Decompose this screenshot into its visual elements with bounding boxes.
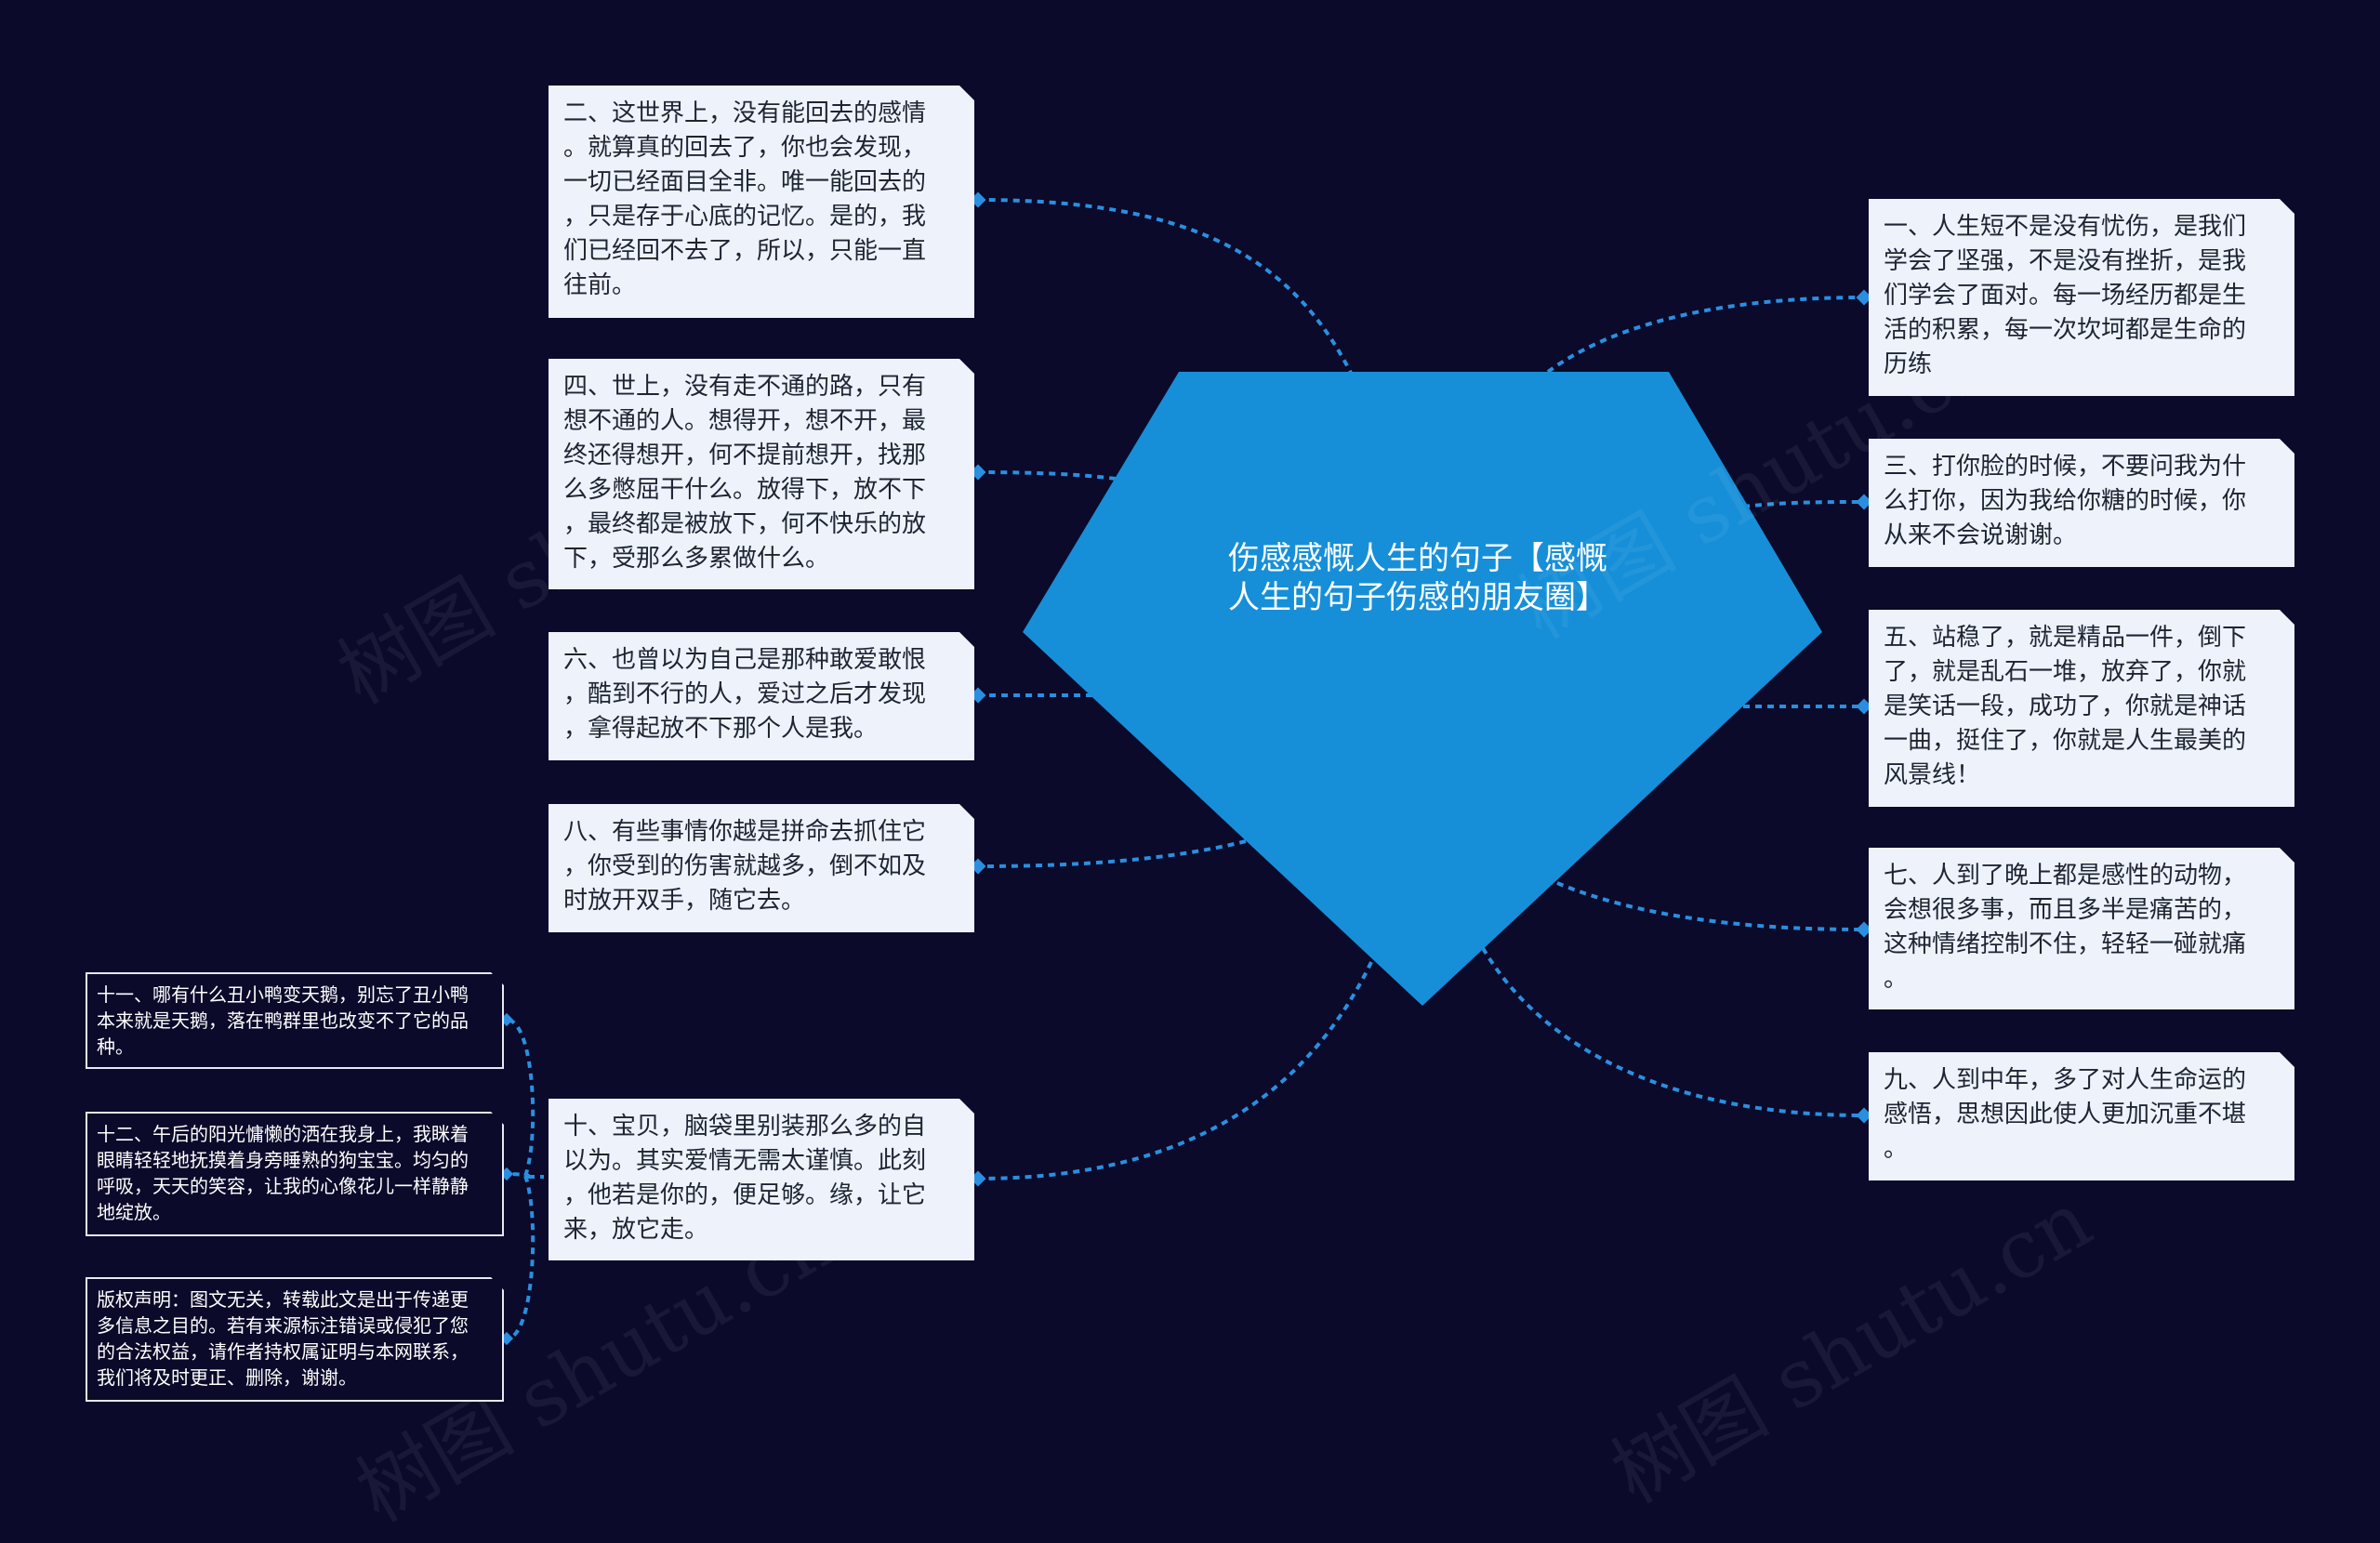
sub-card-line: 种。 [97, 1035, 134, 1058]
left-card-line: 时放开双手，随它去。 [563, 887, 806, 915]
left-card-line: 六、也曾以为自己是那种敢爱敢恨 [563, 646, 927, 674]
right-card-line: 是笑话一段，成功了，你就是神话 [1884, 692, 2247, 720]
sub-card-3[interactable]: 版权声明：图文无关，转载此文是出于传递更多信息之目的。若有来源标注错误或侵犯了您… [86, 1277, 504, 1402]
right-card-line: 么打你，因为我给你糖的时候，你 [1884, 487, 2247, 515]
link-right-2 [1742, 500, 1865, 508]
sub-card-line: 本来就是天鹅，落在鸭群里也改变不了它的品 [97, 1009, 469, 1032]
left-card-line: 下，受那么多累做什么。 [563, 545, 830, 573]
sub-card-line: 我们将及时更正、删除，谢谢。 [97, 1366, 357, 1389]
right-card-line: 三、打你脸的时候，不要问我为什 [1884, 453, 2247, 481]
right-card-line: 一、人生短不是没有忧伤，是我们 [1884, 213, 2247, 241]
sub-card-line: 十一、哪有什么丑小鸭变天鹅，别忘了丑小鸭 [97, 983, 469, 1006]
link-lines [506, 198, 1865, 1340]
sub-card-line: 眼睛轻轻地抚摸着身旁睡熟的狗宝宝。均匀的 [97, 1149, 469, 1171]
left-card-4[interactable]: 八、有些事情你越是拼命去抓住它 ，你受到的伤害就越多，倒不如及时放开双手，随它去。 [549, 804, 974, 932]
right-card-5[interactable]: 九、人到中年，多了对人生命运的感悟，思想因此使人更加沉重不堪。 [1869, 1052, 2294, 1180]
left-card-line: 以为。其实爱情无需太谨慎。此刻 [563, 1147, 927, 1175]
sub-card-line: 多信息之目的。若有来源标注错误或侵犯了您 [97, 1314, 469, 1337]
right-card-line: 了，就是乱石一堆，放弃了，你就 [1884, 658, 2247, 686]
left-card-line: 四、世上，没有走不通的路，只有 [563, 373, 927, 401]
right-card-line: 会想很多事，而且多半是痛苦的， [1884, 896, 2247, 924]
right-card-line: 风景线！ [1884, 761, 1981, 789]
link-left-4 [977, 839, 1247, 868]
left-card-line: 终还得想开，何不提前想开，找那 [563, 442, 927, 469]
left-card-3[interactable]: 六、也曾以为自己是那种敢爱敢恨 ，酷到不行的人，爱过之后才发现 ，拿得起放不下那个人… [549, 632, 974, 760]
right-card-1[interactable]: 一、人生短不是没有忧伤，是我们学会了坚强，不是没有挫折，是我们学会了面对。每一场… [1869, 199, 2294, 396]
link-sub-1 [506, 1018, 536, 1177]
sub-card-line: 十二、午后的阳光慵懒的洒在我身上，我眯着 [97, 1123, 469, 1145]
left-card-line: 么多憋屈干什么。放得下，放不下 [563, 476, 927, 504]
endpoint-right-2 [1856, 494, 1872, 510]
link-sub-3 [506, 1175, 536, 1340]
endpoint-right-4 [1856, 921, 1872, 938]
right-card-line: 学会了坚强，不是没有挫折，是我 [1884, 247, 2247, 275]
left-card-line: ，只是存于心底的记忆。是的，我 [563, 203, 927, 231]
left-card-1[interactable]: 二、这世界上，没有能回去的感情。就算真的回去了，你也会发现， 一切已经面目全非。唯… [549, 86, 974, 318]
right-card-3[interactable]: 五、站稳了，就是精品一件，倒下了，就是乱石一堆，放弃了，你就是笑话一段，成功了，… [1869, 610, 2294, 807]
endpoint-right-3 [1856, 698, 1872, 715]
right-card-line: 感悟，思想因此使人更加沉重不堪 [1884, 1101, 2247, 1128]
right-card-2[interactable]: 三、打你脸的时候，不要问我为什么打你，因为我给你糖的时候，你从来不会说谢谢。 [1869, 439, 2294, 567]
right-card-line: 从来不会说谢谢。 [1884, 521, 2078, 549]
link-left-1 [977, 198, 1355, 377]
left-card-line: ，他若是你的，便足够。缘，让它 [563, 1181, 927, 1209]
center-topic[interactable]: 伤感感慨人生的句子【感慨人生的句子伤感的朋友圈】 [1228, 540, 1607, 616]
left-card-2[interactable]: 四、世上，没有走不通的路，只有想不通的人。想得开，想不开，最终还得想开，何不提前… [549, 359, 974, 589]
right-card-line: 历练 [1884, 350, 1933, 378]
left-card-line: 十、宝贝，脑袋里别装那么多的自 [563, 1113, 927, 1141]
center-diamond[interactable] [1023, 372, 1822, 1006]
left-card-line: 八、有些事情你越是拼命去抓住它 [563, 818, 927, 846]
left-card-line: 一切已经面目全非。唯一能回去的 [563, 168, 927, 196]
right-card-line: 。 [1884, 965, 1909, 993]
right-card-line: 活的积累，每一次坎坷都是生命的 [1884, 316, 2247, 344]
right-card-line: 这种情绪控制不住，轻轻一碰就痛 [1884, 930, 2247, 958]
sub-card-1[interactable]: 十一、哪有什么丑小鸭变天鹅，别忘了丑小鸭本来就是天鹅，落在鸭群里也改变不了它的品… [86, 972, 504, 1069]
link-right-4 [1556, 881, 1865, 931]
link-left-2 [977, 470, 1117, 481]
left-card-line: 来，放它走。 [563, 1216, 709, 1244]
link-right-5 [1481, 946, 1865, 1117]
right-card-line: 九、人到中年，多了对人生命运的 [1884, 1066, 2247, 1094]
left-card-line: ，酷到不行的人，爱过之后才发现 [563, 680, 927, 708]
left-card-line: 二、这世界上，没有能回去的感情 [563, 99, 927, 127]
sub-card-line: 的合法权益，请作者持权属证明与本网联系， [97, 1340, 469, 1363]
left-card-line: 们已经回不去了，所以，只能一直 [563, 237, 927, 265]
right-card-line: 们学会了面对。每一场经历都是生 [1884, 282, 2247, 310]
sub-card-2[interactable]: 十二、午后的阳光慵懒的洒在我身上，我眯着眼睛轻轻地抚摸着身旁睡熟的狗宝宝。均匀的… [86, 1112, 504, 1236]
left-card-line: ，拿得起放不下那个人是我。 [563, 715, 879, 743]
right-card-line: 一曲，挺住了，你就是人生最美的 [1884, 727, 2247, 755]
link-left-5 [977, 961, 1373, 1180]
right-card-line: 五、站稳了，就是精品一件，倒下 [1884, 624, 2247, 652]
right-card-line: 。 [1884, 1135, 1909, 1163]
sub-card-line: 版权声明：图文无关，转载此文是出于传递更 [97, 1288, 469, 1311]
left-card-line: 。就算真的回去了，你也会发现， [563, 134, 927, 162]
link-right-1 [1546, 296, 1865, 374]
left-card-line: ，你受到的伤害就越多，倒不如及 [563, 852, 927, 880]
right-card-line: 七、人到了晚上都是感性的动物， [1884, 862, 2247, 890]
left-card-line: 往前。 [563, 271, 637, 299]
sub-card-line: 呼吸，天天的笑容，让我的心像花儿一样静静 [97, 1175, 469, 1197]
sub-card-line: 地绽放。 [97, 1201, 171, 1223]
left-card-5[interactable]: 十、宝贝，脑袋里别装那么多的自以为。其实爱情无需太谨慎。此刻 ，他若是你的，便足够… [549, 1099, 974, 1260]
right-card-4[interactable]: 七、人到了晚上都是感性的动物， 会想很多事，而且多半是痛苦的， 这种情绪控制不住，轻… [1869, 848, 2294, 1009]
left-card-line: 想不通的人。想得开，想不开，最 [563, 407, 927, 435]
left-card-line: ，最终都是被放下，何不快乐的放 [563, 510, 927, 538]
endpoint-right-5 [1856, 1107, 1872, 1124]
